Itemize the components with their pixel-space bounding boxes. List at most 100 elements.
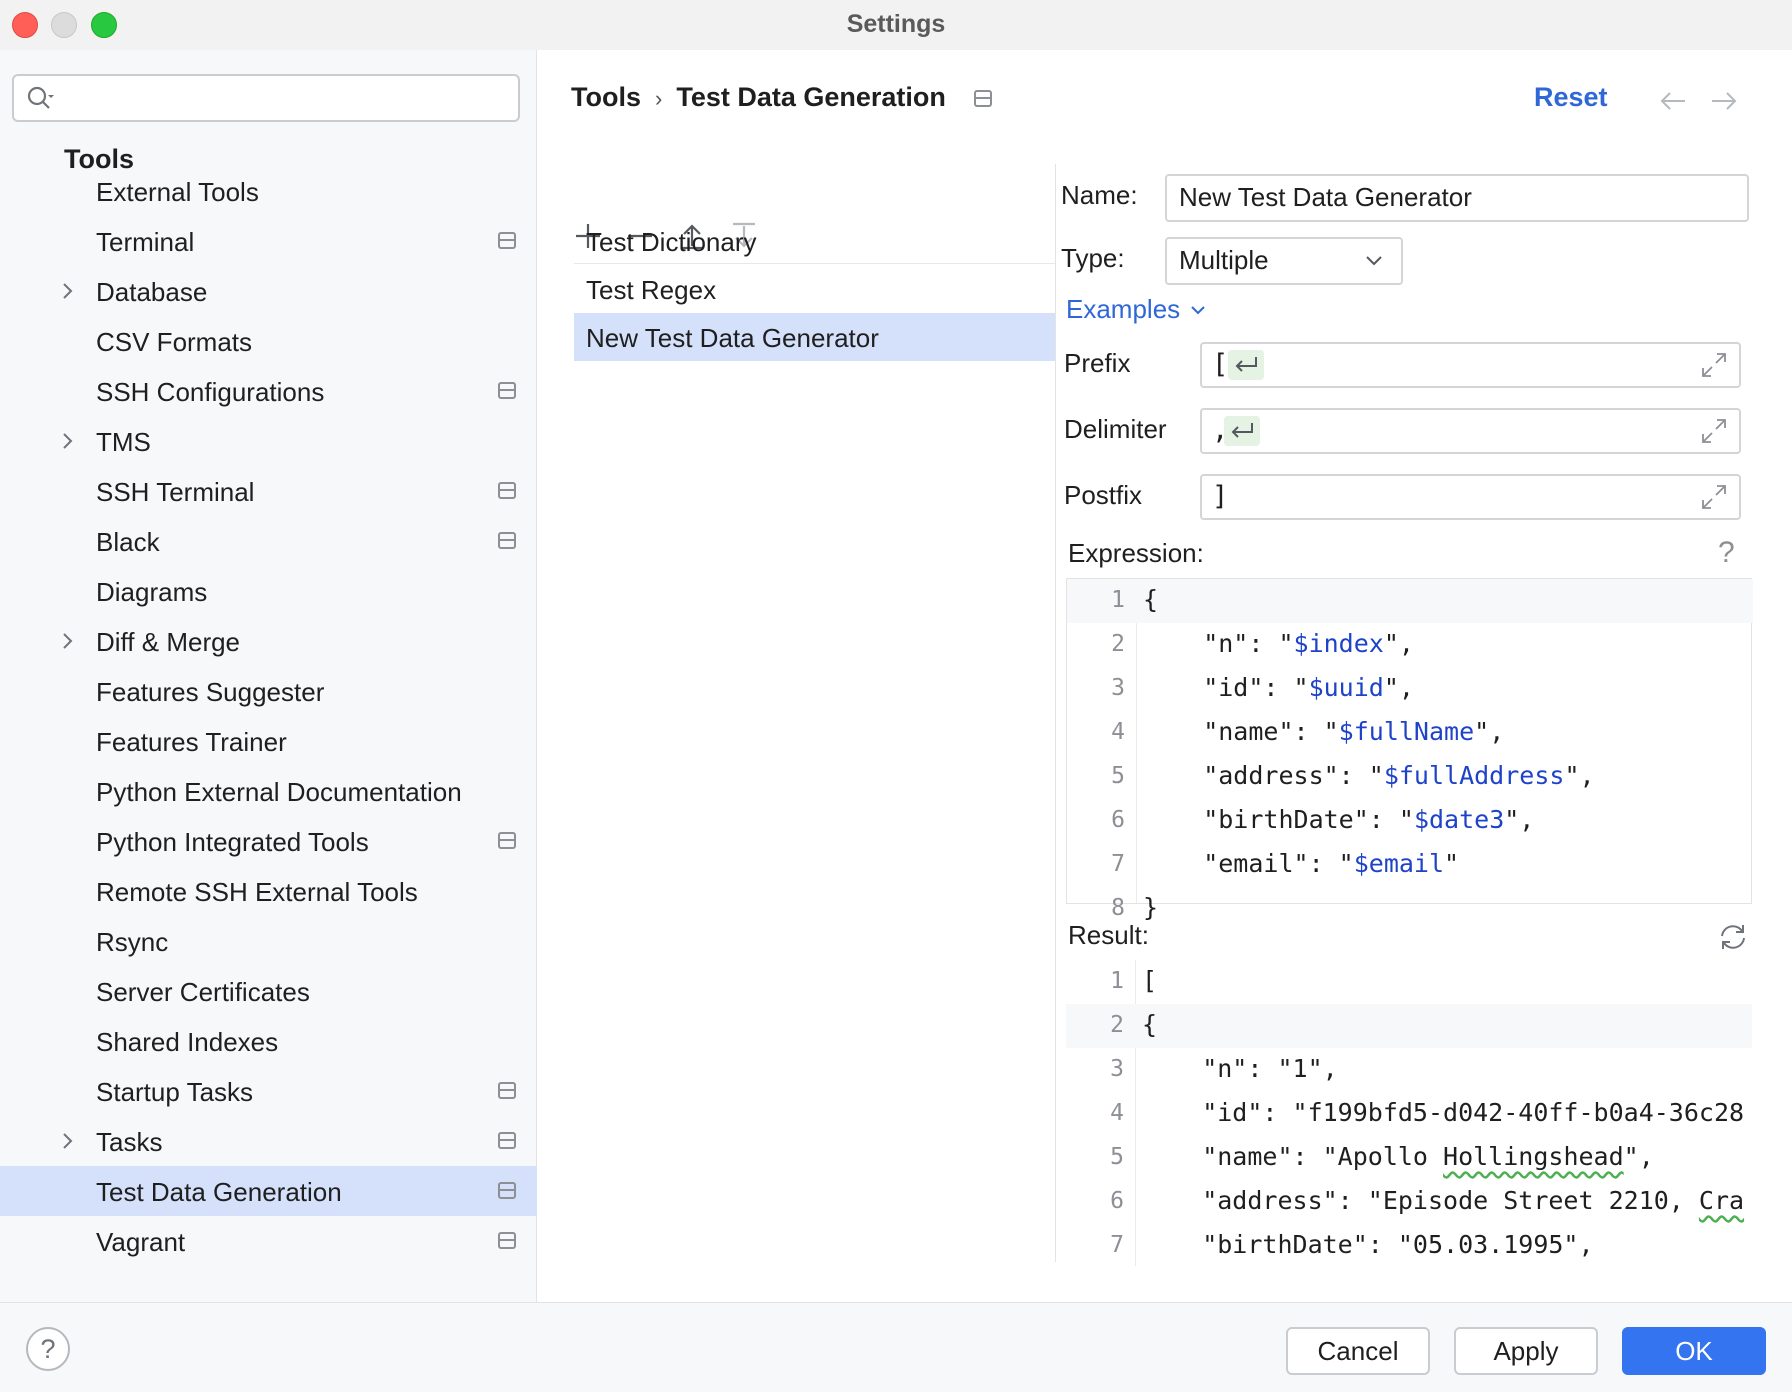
chevron-right-icon[interactable] [61,281,75,301]
chevron-down-icon [1191,306,1205,315]
line-number: 3 [1111,675,1125,701]
generator-label: Test Regex [586,275,717,305]
expand-icon[interactable] [1699,416,1729,446]
expand-icon[interactable] [1699,482,1729,512]
maximize-window-button[interactable] [91,12,117,38]
code-token: { [1143,585,1159,614]
generator-list-item[interactable]: Test Regex [574,265,1055,313]
sidebar-item-ssh-terminal[interactable]: SSH Terminal [0,466,537,516]
code-token: ", [1564,761,1595,790]
code-text: "id": "$uuid", [1143,673,1414,702]
chevron-right-icon[interactable] [61,631,75,651]
sidebar-item-label: Diff & Merge [96,627,241,657]
sidebar-item-diagrams[interactable]: Diagrams [0,566,537,616]
sidebar-item-label: Terminal [96,227,195,257]
forward-arrow-icon[interactable] [1709,90,1739,112]
settings-search-input[interactable] [12,74,520,122]
sidebar-item-database[interactable]: Database [0,266,537,316]
refresh-icon[interactable] [1716,922,1750,952]
move-up-icon[interactable] [678,222,706,250]
sidebar-item-label: Rsync [96,927,169,957]
reset-link[interactable]: Reset [1534,82,1608,112]
code-text: "n": "$index", [1143,629,1414,658]
help-icon[interactable]: ? [1718,536,1735,569]
back-arrow-icon[interactable] [1658,90,1688,112]
name-value: New Test Data Generator [1179,182,1472,212]
sidebar-item-black[interactable]: Black [0,516,537,566]
cancel-button[interactable]: Cancel [1286,1327,1430,1375]
template-variable: $date3 [1413,805,1505,834]
sidebar-item-remote-ssh-external-tools[interactable]: Remote SSH External Tools [0,866,537,916]
close-window-button[interactable] [12,12,38,38]
chevron-right-icon[interactable] [61,431,75,451]
chevron-right-icon[interactable] [61,1131,75,1151]
result-preview[interactable]: 1[2{3 "n": "1",4 "id": "f199bfd5-d042-40… [1066,960,1752,1266]
sidebar-item-ssh-configurations[interactable]: SSH Configurations [0,366,537,416]
code-text: "address": "$fullAddress", [1143,761,1595,790]
line-number: 5 [1111,763,1125,789]
sidebar-item-vagrant[interactable]: Vagrant [0,1216,537,1266]
type-label: Type: [1061,243,1125,273]
project-scope-icon [498,1232,516,1249]
generator-list-item[interactable]: New Test Data Generator [574,313,1055,361]
sidebar-item-csv-formats[interactable]: CSV Formats [0,316,537,366]
code-line: 8} [1067,887,1753,931]
add-icon[interactable] [574,222,602,250]
sidebar-item-rsync[interactable]: Rsync [0,916,537,966]
postfix-input[interactable]: ] [1200,474,1741,520]
postfix-label: Postfix [1064,480,1143,510]
code-text: [ [1142,966,1157,995]
code-token: "name": "Apollo [1142,1142,1444,1171]
tree-root-tools[interactable]: Tools [64,144,134,174]
project-scope-icon [498,382,516,399]
sidebar-item-startup-tasks[interactable]: Startup Tasks [0,1066,537,1116]
apply-button[interactable]: Apply [1454,1327,1598,1375]
sidebar-item-python-external-documentation[interactable]: Python External Documentation [0,766,537,816]
move-down-icon[interactable] [730,222,758,250]
code-text: "n": "1", [1142,1054,1337,1083]
prefix-input[interactable]: [ [1200,342,1741,388]
dialog-footer: ? Cancel Apply OK [0,1302,1792,1392]
sidebar-item-label: Database [96,277,208,307]
sidebar-item-python-integrated-tools[interactable]: Python Integrated Tools [0,816,537,866]
sidebar-item-shared-indexes[interactable]: Shared Indexes [0,1016,537,1066]
line-number: 7 [1110,1232,1124,1258]
name-input[interactable]: New Test Data Generator [1165,174,1749,222]
sidebar-item-diff-merge[interactable]: Diff & Merge [0,616,537,666]
code-token: ", [1623,1142,1654,1171]
breadcrumb-item[interactable]: Tools [571,82,641,112]
sidebar-item-label: Tasks [96,1127,163,1157]
expression-editor[interactable]: 1{2 "n": "$index",3 "id": "$uuid",4 "nam… [1066,578,1753,922]
expand-icon[interactable] [1699,350,1729,380]
sidebar-item-terminal[interactable]: Terminal [0,216,537,266]
delimiter-input[interactable]: , [1200,408,1741,454]
sidebar-item-label: Vagrant [96,1227,186,1257]
sidebar-item-tms[interactable]: TMS [0,416,537,466]
generator-label: Test Dictionary [586,227,757,257]
sidebar-item-features-suggester[interactable]: Features Suggester [0,666,537,716]
line-number: 4 [1111,719,1125,745]
type-select[interactable]: Multiple [1165,237,1403,285]
sidebar-item-label: Features Trainer [96,727,287,757]
minimize-window-button[interactable] [51,12,77,38]
sidebar-item-test-data-generation[interactable]: Test Data Generation [0,1166,537,1216]
sidebar-item-features-trainer[interactable]: Features Trainer [0,716,537,766]
help-button[interactable]: ? [26,1327,70,1371]
sidebar-item-external-tools[interactable]: External Tools [0,166,537,216]
generator-list-item[interactable]: Test Dictionary [574,217,1055,265]
template-variable: $index [1293,629,1384,658]
search-icon [27,86,54,109]
newline-icon [1228,350,1264,380]
code-token: } [1143,893,1159,922]
examples-link[interactable]: Examples [1066,294,1206,325]
line-number: 8 [1111,895,1125,921]
ok-button[interactable]: OK [1622,1327,1766,1375]
newline-icon [1224,416,1260,446]
sidebar-item-server-certificates[interactable]: Server Certificates [0,966,537,1016]
breadcrumb: Tools›Test Data Generation [571,82,992,113]
sidebar-item-label: Features Suggester [96,677,325,707]
remove-icon[interactable] [626,222,654,250]
sidebar-item-tasks[interactable]: Tasks [0,1116,537,1166]
code-text: "email": "$email" [1143,849,1459,878]
window-title: Settings [846,10,946,38]
